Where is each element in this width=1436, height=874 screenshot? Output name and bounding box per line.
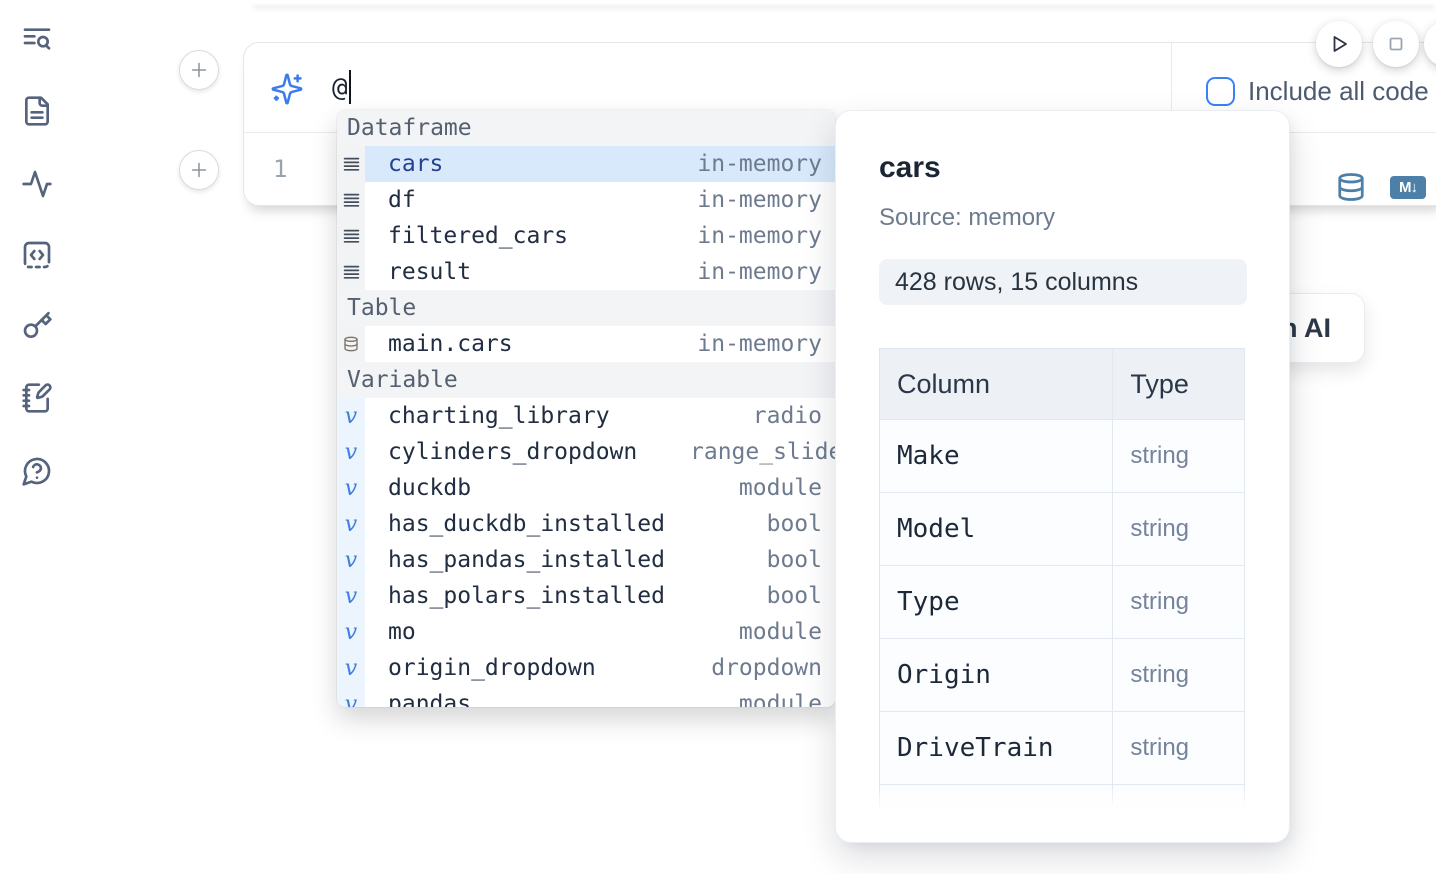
autocomplete-item-has-pandas-installed[interactable]: v has_pandas_installed bool [337,542,835,578]
autocomplete-item-cars[interactable]: cars in-memory [337,146,835,182]
snippets-code-icon[interactable] [21,239,53,271]
shape-badge: 428 rows, 15 columns [879,259,1247,305]
variable-icon: v [337,398,365,434]
schema-table: Column Type Make string Model string Typ… [879,348,1245,812]
dataframe-icon [337,254,365,290]
table-database-icon [337,326,365,362]
autocomplete-item-has-polars-installed[interactable]: v has_polars_installed bool [337,578,835,614]
autocomplete-item-result[interactable]: result in-memory [337,254,835,290]
toc-search-icon[interactable] [21,23,53,55]
stop-cell-button[interactable] [1373,21,1419,67]
type-header: Type [1113,349,1245,420]
include-all-code-toggle[interactable]: Include all code [1206,76,1429,107]
autocomplete-item-origin-dropdown[interactable]: v origin_dropdown dropdown [337,650,835,686]
variable-icon: v [337,614,365,650]
variable-icon: v [337,434,365,470]
sparkles-icon [270,72,304,106]
scratchpad-pen-icon[interactable] [21,382,53,414]
dataframe-preview-popup: cars Source: memory 428 rows, 15 columns… [835,110,1290,843]
autocomplete-item-duckdb[interactable]: v duckdb module [337,470,835,506]
autocomplete-item-mo[interactable]: v mo module [337,614,835,650]
variable-icon: v [337,542,365,578]
ai-prompt-input[interactable]: @ [332,43,351,133]
play-icon [1333,36,1347,52]
variable-icon: v [337,650,365,686]
help-chat-icon[interactable] [21,455,53,487]
autocomplete-item-df[interactable]: df in-memory [337,182,835,218]
schema-row-make: Make string [880,420,1245,493]
section-header-table: Table [337,290,835,326]
extra-cell-button-partial[interactable] [1424,21,1436,67]
autocomplete-item-filtered-cars[interactable]: filtered_cars in-memory [337,218,835,254]
schema-row-origin: Origin string [880,639,1245,712]
autocomplete-item-main-cars[interactable]: main.cars in-memory [337,326,835,362]
variable-icon: v [337,686,365,707]
add-cell-button-bottom[interactable] [179,150,219,190]
include-all-code-label: Include all code [1248,76,1429,106]
database-sql-icon[interactable] [1336,172,1366,202]
add-cell-button-top[interactable] [179,50,219,90]
file-text-icon[interactable] [21,95,53,127]
column-header: Column [880,349,1114,420]
schema-row-type: Type string [880,566,1245,639]
autocomplete-dropdown: Dataframe cars in-memory df in-memory fi… [337,110,835,707]
prompt-value: @ [332,73,348,103]
dataframe-icon [337,218,365,254]
preview-title: cars [879,151,941,184]
schema-row-model: Model string [880,493,1245,566]
line-number: 1 [273,155,288,183]
schema-row-drivetrain: DriveTrain string [880,712,1245,785]
preview-source: Source: memory [879,204,1056,231]
section-header-variable: Variable [337,362,835,398]
run-cell-button[interactable] [1316,21,1362,67]
section-header-dataframe: Dataframe [337,110,835,146]
markdown-convert-icon[interactable]: M↓ [1390,176,1426,199]
variable-icon: v [337,506,365,542]
variable-icon: v [337,578,365,614]
activity-icon[interactable] [21,168,53,200]
autocomplete-item-charting-library[interactable]: v charting_library radio [337,398,835,434]
dataframe-icon [337,182,365,218]
prompt-divider [1171,43,1172,133]
key-icon[interactable] [21,310,53,342]
code-editor-row[interactable]: 1 M↓ [244,133,1436,205]
stop-icon [1389,37,1403,51]
autocomplete-item-cylinders-dropdown[interactable]: v cylinders_dropdown range_slider [337,434,835,470]
schema-row-partial [880,785,1245,807]
schema-header-row: Column Type [880,349,1245,420]
text-caret [348,69,351,104]
include-all-code-checkbox[interactable] [1206,77,1235,106]
variable-icon: v [337,470,365,506]
autocomplete-item-pandas-clipped[interactable]: v pandas module [337,686,835,707]
dataframe-icon [337,146,365,182]
previous-cell-bottom-edge [252,0,1436,4]
autocomplete-item-has-duckdb-installed[interactable]: v has_duckdb_installed bool [337,506,835,542]
